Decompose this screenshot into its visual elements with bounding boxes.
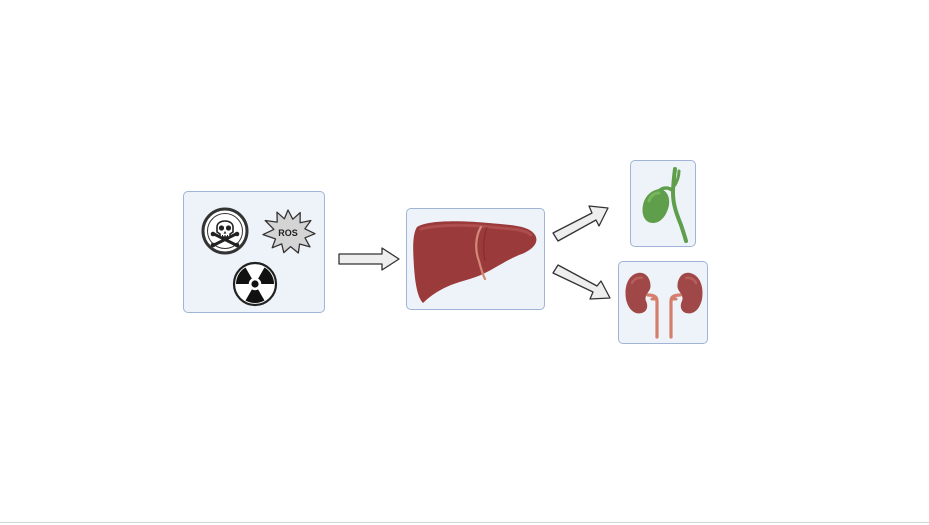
ros-label: ROS (278, 228, 298, 238)
arrow-liver-to-gallbladder (552, 205, 609, 242)
arrow-toxins-to-liver (338, 247, 400, 271)
liver-organ-icon (413, 221, 537, 303)
kidneys-organ-icon (625, 272, 703, 339)
kidneys-panel (618, 261, 708, 344)
skull-crossbones-icon (201, 207, 249, 255)
ros-starburst-icon: ROS (262, 209, 316, 254)
bottom-divider (0, 522, 929, 523)
gallbladder-organ-icon (642, 167, 688, 243)
radiation-trefoil-icon (232, 261, 278, 307)
arrow-liver-to-kidneys (552, 264, 611, 300)
toxic-agents-panel: ROS (183, 191, 325, 313)
liver-panel (406, 208, 545, 310)
gallbladder-panel (630, 160, 696, 247)
